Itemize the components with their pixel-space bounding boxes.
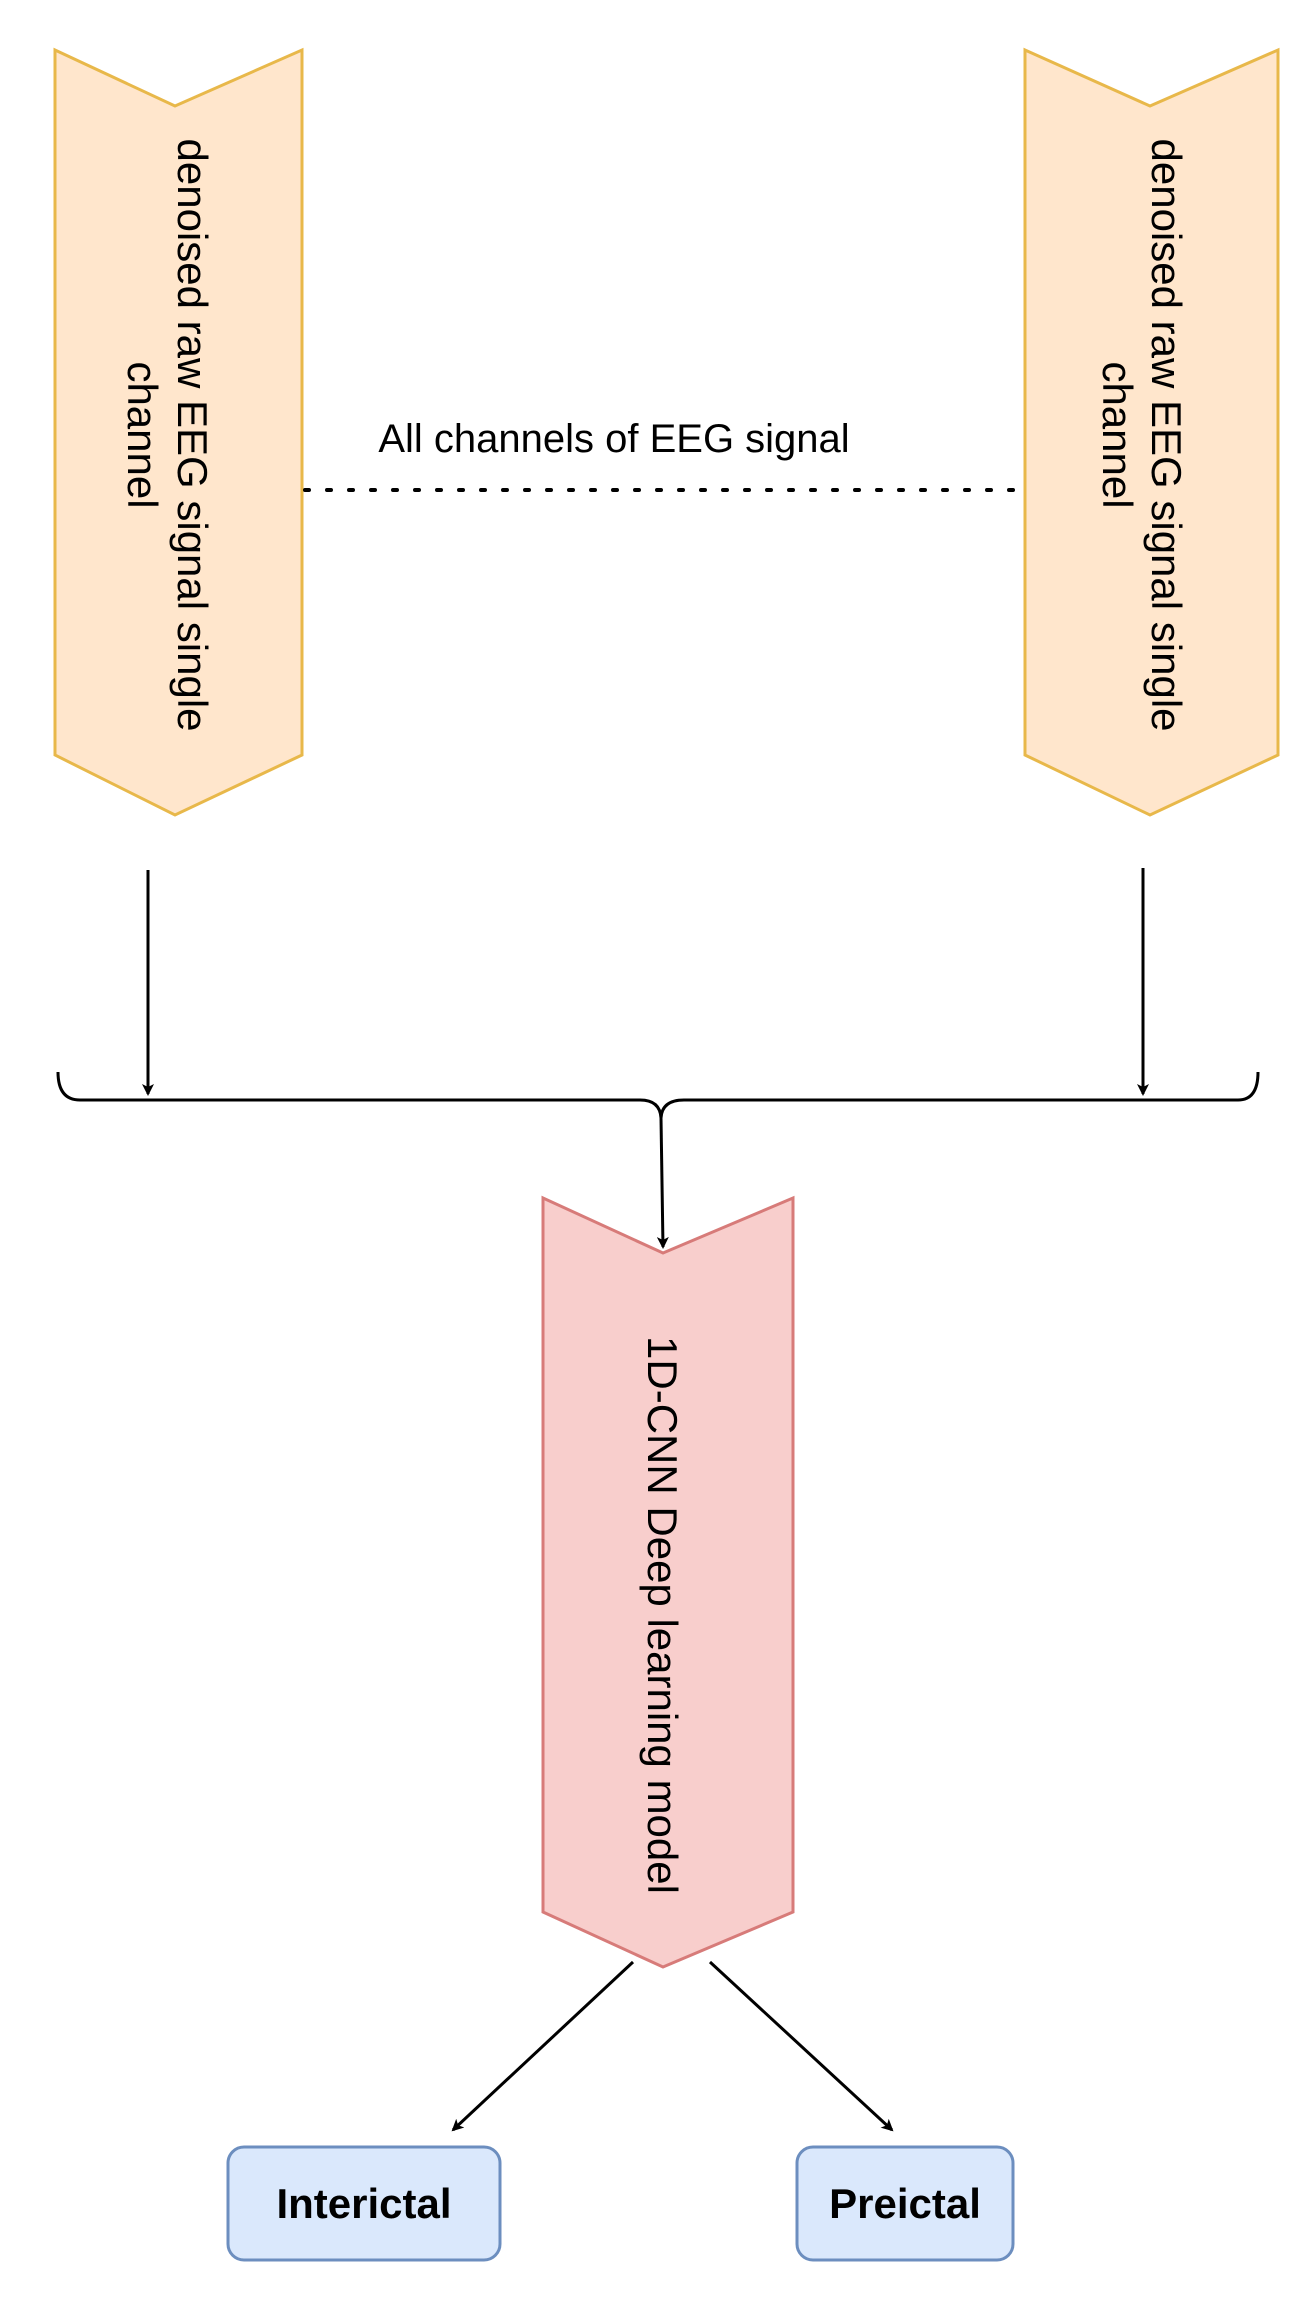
input-right-label-line1: denoised raw EEG signal single bbox=[1143, 138, 1190, 731]
input-right-label-line2: channel bbox=[1094, 361, 1141, 508]
arrow-to-interictal bbox=[451, 1960, 635, 2132]
output-label-interictal: Interictal bbox=[276, 2180, 451, 2227]
arrow-brace-to-model bbox=[656, 1117, 669, 1249]
model-chevron bbox=[541, 1195, 795, 1969]
arrow-to-preictal bbox=[708, 1960, 894, 2132]
model-group: 1D-CNN Deep learning model bbox=[541, 1195, 795, 1969]
output-interictal: Interictal bbox=[226, 2145, 502, 2262]
output-box-preictal bbox=[795, 2145, 1015, 2262]
merge-brace bbox=[56, 1071, 1260, 1119]
output-label-preictal: Preictal bbox=[829, 2180, 981, 2227]
input-left-group: denoised raw EEG signal single channel bbox=[53, 47, 304, 817]
output-preictal: Preictal bbox=[795, 2145, 1015, 2262]
output-box-interictal bbox=[226, 2145, 502, 2262]
input-chevron-left bbox=[53, 47, 304, 817]
input-right-group: denoised raw EEG signal single channel bbox=[1023, 47, 1280, 817]
model-label: 1D-CNN Deep learning model bbox=[639, 1336, 686, 1894]
input-chevron-right bbox=[1023, 47, 1280, 817]
input-left-label-line2: channel bbox=[119, 361, 166, 508]
connector-label: All channels of EEG signal bbox=[378, 417, 849, 461]
input-left-label-line1: denoised raw EEG signal single bbox=[169, 138, 216, 731]
